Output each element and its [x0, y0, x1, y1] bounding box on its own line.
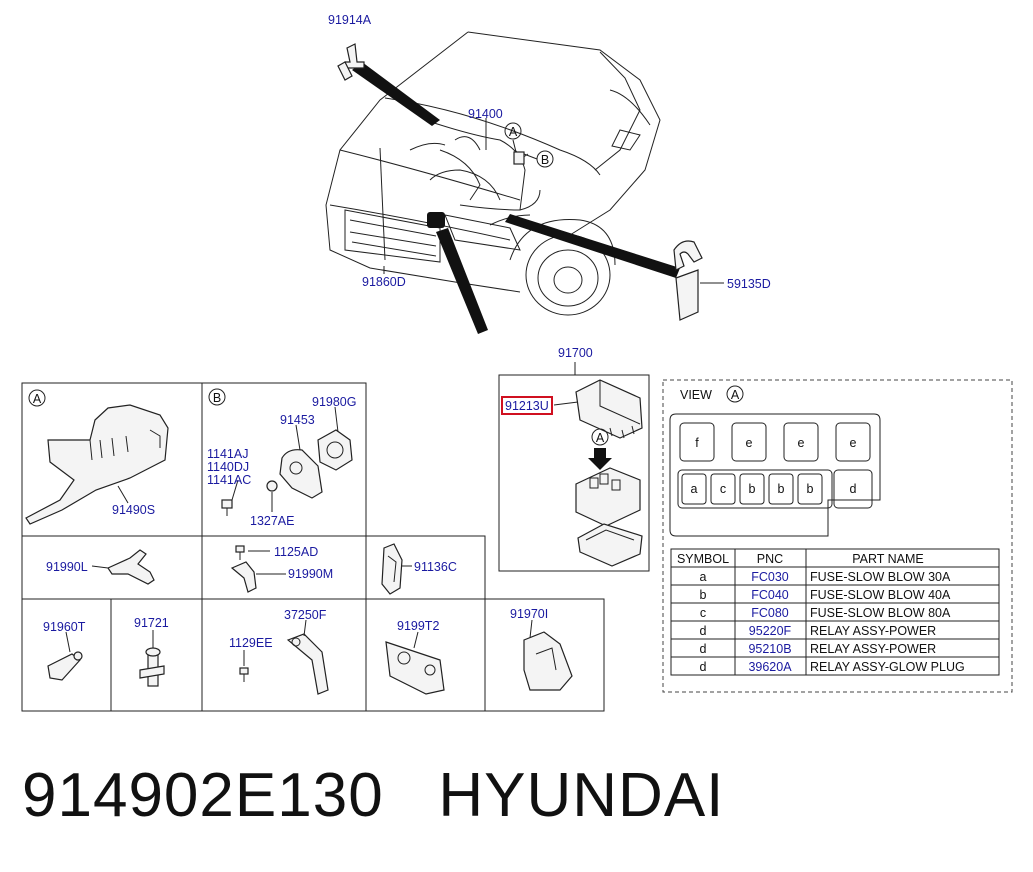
- fuse-slot-top-3: e: [798, 436, 805, 450]
- clip-91721: [139, 647, 165, 687]
- fuse-slot-top-4: e: [850, 436, 857, 450]
- fuse-layout-outline: [669, 413, 881, 537]
- bracket-9199t2: [385, 641, 445, 695]
- fuse-slot-bottom-3: b: [749, 482, 756, 496]
- bracket-91970i: [523, 631, 573, 691]
- callout-91990m: 91990M: [288, 567, 333, 581]
- table-cell-symbol: a: [700, 570, 707, 584]
- marker-b-label: B: [541, 153, 549, 167]
- view-title: VIEW: [680, 388, 712, 402]
- table-cell-symbol: d: [700, 642, 707, 656]
- footer-caption: 914902E130 HYUNDAI: [22, 760, 724, 831]
- table-cell-pnc: 39620A: [748, 660, 792, 674]
- callout-91860d: 91860D: [362, 275, 406, 289]
- table-cell-part-name: FUSE-SLOW BLOW 40A: [810, 588, 951, 602]
- table-cell-symbol: d: [700, 624, 707, 638]
- detail-grid: [21, 382, 605, 712]
- table-header-pnc: PNC: [757, 552, 783, 566]
- fuse-slot-right: d: [850, 482, 857, 496]
- sensor-91980g: [317, 429, 353, 471]
- table-cell-part-name: FUSE-SLOW BLOW 80A: [810, 606, 951, 620]
- callout-91700: 91700: [558, 346, 593, 360]
- box-b-marker: B: [213, 391, 221, 405]
- callout-1140dj: 1140DJ: [207, 460, 249, 474]
- callout-1141ac: 1141AC: [207, 473, 251, 487]
- table-cell-symbol: d: [700, 660, 707, 674]
- table-cell-pnc: FC040: [751, 588, 789, 602]
- nut-1327ae: [266, 480, 278, 492]
- footer-part-number: 914902E130: [22, 761, 384, 830]
- callout-91490s: 91490S: [112, 503, 155, 517]
- fuse-slot-top-1: f: [695, 436, 699, 450]
- callout-91970i: 91970I: [510, 607, 548, 621]
- bolt-1141aj: [221, 499, 233, 516]
- callout-37250f: 37250F: [284, 608, 327, 622]
- table-cell-pnc: FC030: [751, 570, 789, 584]
- table-cell-part-name: RELAY ASSY-GLOW PLUG: [810, 660, 965, 674]
- marker-a-label: A: [509, 125, 518, 139]
- fuse-slot-bottom-1: a: [691, 482, 698, 496]
- callout-91213u: 91213U: [505, 399, 549, 413]
- bracket-37250f: [286, 633, 329, 695]
- callout-91453: 91453: [280, 413, 315, 427]
- callout-91136c: 91136C: [414, 560, 457, 574]
- bracket-91490s: [25, 404, 169, 525]
- callout-91400: 91400: [468, 107, 503, 121]
- fusebox-lower-case: [577, 523, 643, 567]
- table-cell-symbol: b: [700, 588, 707, 602]
- table-cell-part-name: RELAY ASSY-POWER: [810, 642, 936, 656]
- callout-1141aj: 1141AJ: [207, 447, 248, 461]
- parts-table-grid: [670, 548, 1000, 676]
- fusebox-panel: [498, 374, 650, 572]
- leader-wedge: [436, 228, 488, 334]
- fuse-slot-top-2: e: [746, 436, 753, 450]
- marker-a-circle: [504, 122, 522, 140]
- view-a-panel: [662, 379, 1013, 693]
- table-cell-symbol: c: [700, 606, 706, 620]
- clip-91136c: [381, 543, 403, 595]
- bolt-1125ad: [235, 545, 245, 560]
- cap-91960t: [47, 651, 83, 681]
- callout-1125ad: 1125AD: [274, 545, 318, 559]
- marker-b-circle: [536, 150, 554, 168]
- table-header-symbol: SYMBOL: [677, 552, 729, 566]
- callout-9199t2: 9199T2: [397, 619, 439, 633]
- fuse-slots: [677, 422, 873, 509]
- down-arrow: [588, 448, 612, 470]
- leader-wedge: [352, 62, 440, 126]
- fuse-dividers: [681, 473, 823, 505]
- footer-brand: HYUNDAI: [438, 761, 725, 830]
- callout-91960t: 91960T: [43, 620, 86, 634]
- fusebox-body: [575, 467, 641, 527]
- box-a-marker: A: [33, 392, 42, 406]
- callout-91990l: 91990L: [46, 560, 88, 574]
- callout-91980g: 91980G: [312, 395, 356, 409]
- fuse-slot-bottom-5: b: [807, 482, 814, 496]
- sensor-91453: [279, 449, 323, 499]
- callout-1327ae: 1327AE: [250, 514, 294, 528]
- table-cell-pnc: 95210B: [748, 642, 791, 656]
- fuse-slot-bottom-2: c: [720, 482, 726, 496]
- fusebox-marker-a: A: [596, 431, 605, 445]
- clip-59135d: [673, 240, 703, 321]
- table-header-part-name: PART NAME: [852, 552, 924, 566]
- table-cell-pnc: 95220F: [749, 624, 792, 638]
- bolt-1129ee: [239, 667, 249, 682]
- bracket-91990l: [107, 549, 155, 585]
- table-cell-part-name: FUSE-SLOW BLOW 30A: [810, 570, 951, 584]
- fusebox-cover: [575, 379, 643, 439]
- bracket-91990m: [230, 561, 257, 593]
- callout-91721: 91721: [134, 616, 169, 630]
- table-cell-part-name: RELAY ASSY-POWER: [810, 624, 936, 638]
- fuse-slot-bottom-4: b: [778, 482, 785, 496]
- table-cell-pnc: FC080: [751, 606, 789, 620]
- leader-wedge: [505, 214, 680, 278]
- callout-91914a: 91914A: [328, 13, 372, 27]
- callout-1129ee: 1129EE: [229, 636, 273, 650]
- highlight-box-91213u: [501, 396, 553, 415]
- clip-91914a: [337, 43, 365, 81]
- callout-59135d: 59135D: [727, 277, 771, 291]
- view-marker: A: [731, 388, 740, 402]
